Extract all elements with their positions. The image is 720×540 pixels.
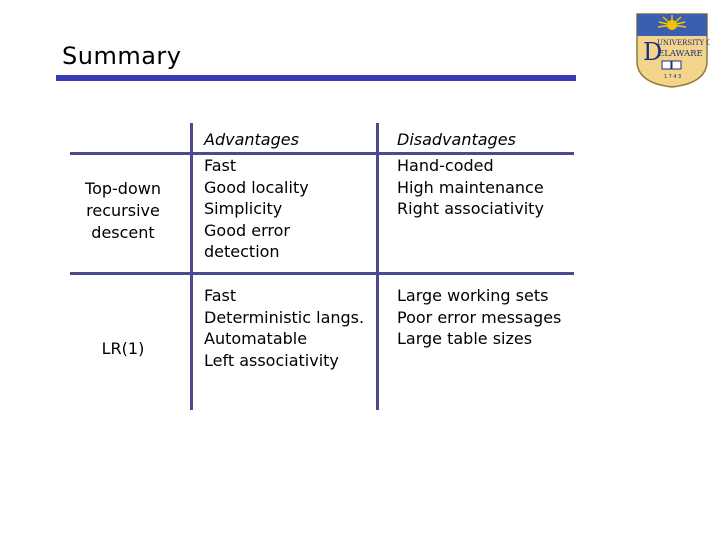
- table-divider-vertical-2: [376, 123, 379, 410]
- row-label-line: Top-down: [85, 179, 161, 198]
- table-divider-header: [70, 152, 574, 155]
- row-label-top-down: Top-down recursive descent: [68, 178, 178, 244]
- title-rule: [56, 75, 576, 81]
- list-item: Good error: [204, 220, 290, 240]
- list-item: Right associativity: [397, 199, 544, 218]
- logo-line1: UNIVERSITY OF: [657, 39, 710, 47]
- logo-sun: [667, 20, 677, 30]
- book-icon: [661, 60, 682, 70]
- list-item: Deterministic langs.: [204, 307, 365, 327]
- row-label-line: recursive: [86, 201, 160, 220]
- table-divider-vertical-1: [190, 123, 193, 410]
- list-item: Simplicity: [204, 199, 283, 218]
- logo-initial: D: [643, 38, 662, 66]
- university-logo: D UNIVERSITY OF ELAWARE 1743: [636, 13, 710, 88]
- list-item: Automatable: [204, 329, 308, 348]
- list-item: Large working sets: [397, 286, 549, 305]
- list-item: detection: [204, 242, 280, 261]
- header-disadvantages: Disadvantages: [397, 130, 516, 149]
- header-advantages: Advantages: [204, 130, 299, 149]
- list-item: Left associativity: [204, 350, 339, 370]
- slide-title: Summary: [62, 42, 182, 70]
- logo-line2: ELAWARE: [658, 49, 703, 59]
- top-down-disadvantages: Hand-coded High maintenance Right associ…: [397, 155, 544, 220]
- list-item: Fast: [204, 156, 237, 175]
- row-label-lr1: LR(1): [68, 338, 178, 360]
- list-item: Large table sizes: [397, 329, 533, 348]
- lr1-disadvantages: Large working sets Poor error messages L…: [397, 285, 561, 350]
- list-item: High maintenance: [397, 177, 544, 197]
- row-label-line: LR(1): [101, 339, 145, 358]
- logo-year: 1743: [664, 74, 683, 80]
- list-item: Fast: [204, 286, 237, 305]
- list-item: Poor error messages: [397, 307, 562, 327]
- list-item: Good locality: [204, 177, 309, 197]
- list-item: Hand-coded: [397, 156, 494, 175]
- lr1-advantages: Fast Deterministic langs. Automatable Le…: [204, 285, 364, 371]
- top-down-advantages: Fast Good locality Simplicity Good error…: [204, 155, 309, 263]
- table-divider-row: [70, 272, 574, 275]
- row-label-line: descent: [91, 223, 155, 242]
